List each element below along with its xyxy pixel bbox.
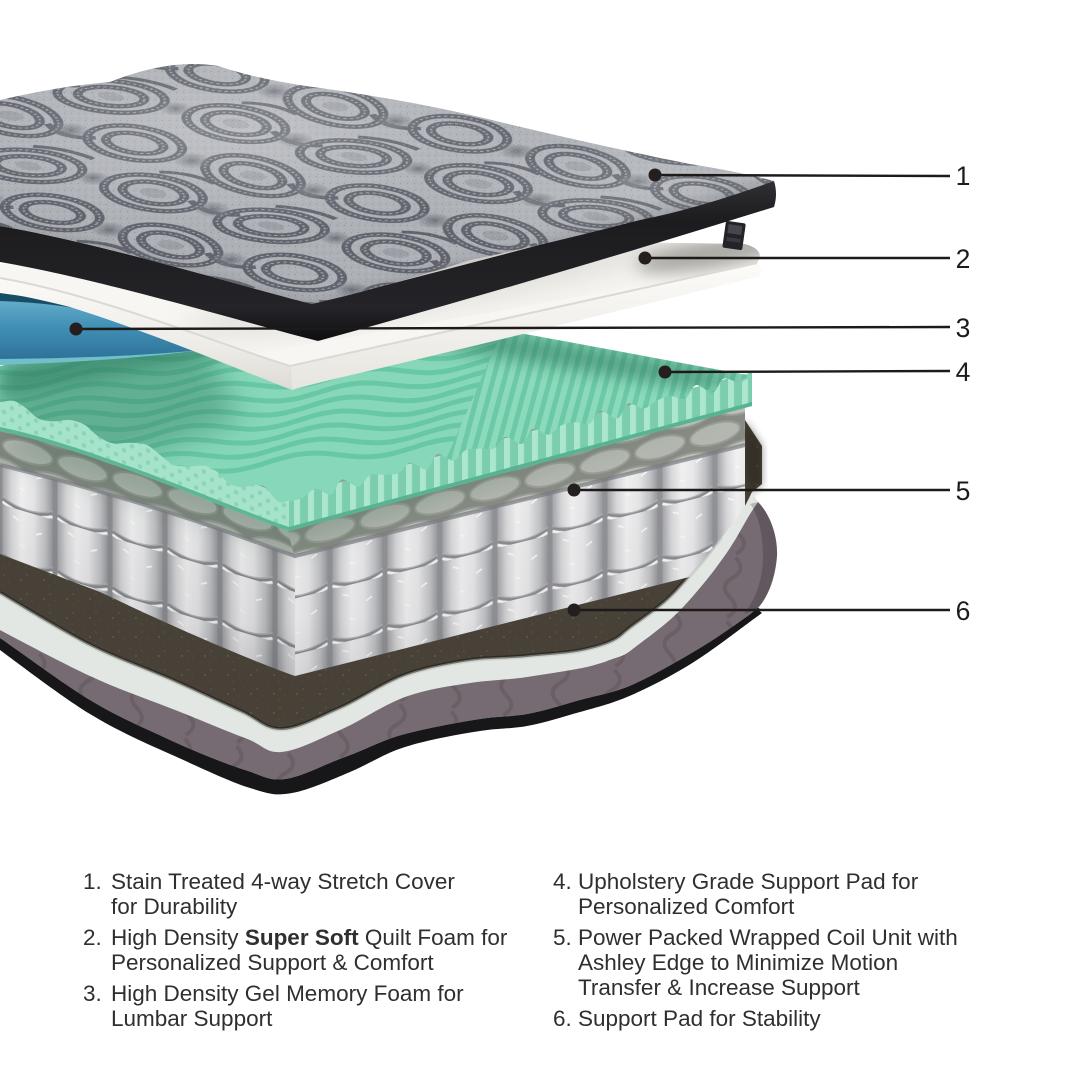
svg-text:2: 2 [956, 244, 971, 274]
svg-text:6: 6 [956, 596, 971, 626]
svg-text:5: 5 [956, 476, 971, 506]
svg-text:1: 1 [956, 161, 971, 191]
svg-text:4: 4 [956, 357, 971, 387]
svg-text:3: 3 [956, 313, 971, 343]
